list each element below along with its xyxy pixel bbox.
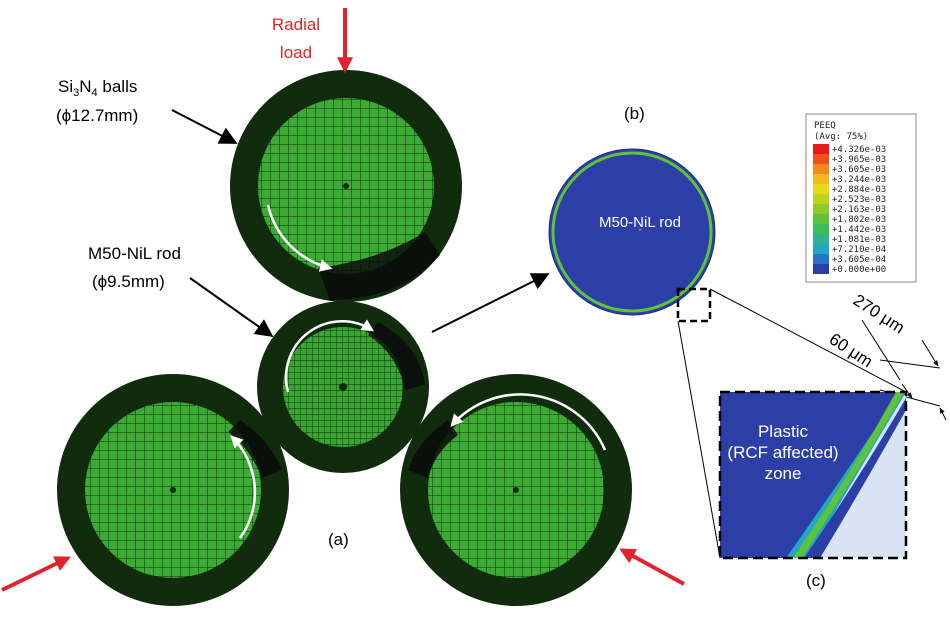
load-arrows <box>1 8 685 592</box>
zoom-detail-frame <box>718 390 908 560</box>
legend-value: +0.000e+00 <box>832 265 886 275</box>
left-ball <box>57 374 289 606</box>
legend-value: +2.523e-03 <box>832 195 886 205</box>
dimension-60-label: 60 μm <box>826 329 876 371</box>
legend-value: +3.605e-04 <box>832 255 886 265</box>
rod-contour-label: M50-NiL rod <box>599 214 681 231</box>
legend-value: +3.605e-03 <box>832 165 886 175</box>
legend-value: +4.326e-03 <box>832 145 886 155</box>
balls-leader-arrow <box>171 109 238 144</box>
rod-leader-arrow <box>189 277 274 338</box>
legend-swatch <box>813 204 829 214</box>
zoom-detail: Plastic (RCF affected) zone <box>718 390 908 560</box>
zone-label-1: Plastic <box>758 422 809 441</box>
panel-c-label: (c) <box>806 571 826 590</box>
legend-swatch <box>813 164 829 174</box>
legend-value: +1.081e-03 <box>832 235 886 245</box>
rod-label: M50-NiL rod <box>88 244 181 263</box>
balls-diameter-label: (ϕ12.7mm) <box>56 106 138 125</box>
radial-load-label: Radial <box>272 15 320 34</box>
zone-label-3: zone <box>765 464 802 483</box>
right-load-arrow <box>619 548 685 586</box>
legend-value: +2.163e-03 <box>832 205 886 215</box>
legend-title: PEEQ <box>814 121 836 131</box>
panel-b-label: (b) <box>624 104 645 123</box>
legend-swatch <box>813 264 829 274</box>
dimension-270-label: 270 μm <box>850 290 908 337</box>
zoom-lines <box>677 288 907 559</box>
legend-value: +3.244e-03 <box>832 175 886 185</box>
top-ball <box>230 70 462 302</box>
zone-label-2: (RCF affected) <box>727 443 838 462</box>
legend-swatch <box>813 244 829 254</box>
legend-swatch <box>813 194 829 204</box>
balls-label: Si3N4 balls <box>58 77 137 99</box>
right-ball <box>400 374 632 606</box>
rod <box>257 301 429 473</box>
panel-a-label: (a) <box>328 530 349 549</box>
panel-b-connector-arrow <box>431 273 550 333</box>
legend-swatch <box>813 174 829 184</box>
legend-swatch <box>813 154 829 164</box>
legend-value: +3.965e-03 <box>832 155 886 165</box>
legend-value: +7.210e-04 <box>832 245 886 255</box>
legend-value: +2.884e-03 <box>832 185 886 195</box>
legend-swatch <box>813 184 829 194</box>
legend-value: +1.442e-03 <box>832 225 886 235</box>
peeq-legend: PEEQ (Avg: 75%) +4.326e-03+3.965e-03+3.6… <box>805 113 917 283</box>
svg-text:×: × <box>638 228 642 234</box>
left-load-arrow <box>1 556 71 592</box>
legend-swatch <box>813 144 829 154</box>
legend-swatch <box>813 234 829 244</box>
legend-subtitle: (Avg: 75%) <box>814 132 868 142</box>
rod-contour: M50-NiL rod × <box>548 148 716 316</box>
legend-swatch <box>813 214 829 224</box>
legend-swatch <box>813 254 829 264</box>
legend-swatch <box>813 224 829 234</box>
rod-diameter-label: (ϕ9.5mm) <box>92 272 165 291</box>
legend-value: +1.802e-03 <box>832 215 886 225</box>
radial-load-label-2: load <box>280 43 312 62</box>
zoom-region-box <box>676 287 712 323</box>
